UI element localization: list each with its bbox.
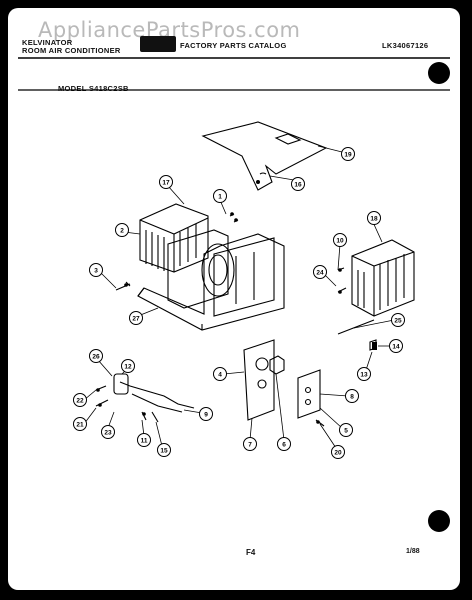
callout-number-18: 18 [370,215,378,222]
callout-number-24: 24 [316,269,324,276]
callout-number-3: 3 [94,267,98,274]
callout-circle-10 [333,233,347,247]
callout-circle-3 [89,263,103,277]
callout-number-1: 1 [218,193,222,200]
callout-circle-17 [159,175,173,189]
callout-circle-27 [129,311,143,325]
exploded-parts-diagram: 1916171232718102425141326122221231115947… [18,57,450,459]
callout-number-8: 8 [350,393,354,400]
callout-circle-16 [291,177,305,191]
evaporator-coil [139,203,209,273]
callout-number-5: 5 [344,427,348,434]
binder-hole-bottom [428,510,450,532]
callout-circle-20 [331,445,345,459]
callout-number-16: 16 [294,181,302,188]
callout-number-11: 11 [141,437,148,444]
selector-switch-6 [269,355,285,375]
callout-circle-7 [243,437,257,451]
catalog-date: 1/88 [406,548,420,555]
callout-circle-11 [137,433,151,447]
callout-number-14: 14 [392,343,400,350]
callout-labels: 1916171232718102425141326122221231115947… [73,147,405,459]
callout-number-26: 26 [92,353,100,360]
callout-circle-22 [73,393,87,407]
callout-number-9: 9 [204,411,208,418]
callout-number-13: 13 [360,371,368,378]
strain-relief-15 [151,411,159,423]
blower-housing [167,229,229,309]
callout-number-15: 15 [160,447,168,454]
top-cover-panel [201,121,328,191]
callout-circle-4 [213,367,227,381]
power-cord [119,381,195,409]
callout-circle-24 [313,265,327,279]
callout-circle-12 [121,359,135,373]
callout-number-7: 7 [248,441,252,448]
callout-number-20: 20 [334,449,342,456]
binder-hole-top [428,62,450,84]
callout-number-25: 25 [394,317,402,324]
callout-number-19: 19 [344,151,352,158]
callout-circle-1 [213,189,227,203]
callout-circle-6 [277,437,291,451]
brand-name: KELVINATOR [22,38,73,47]
brand-logo [140,36,176,52]
callout-circle-23 [101,425,115,439]
callout-number-23: 23 [104,429,112,436]
base-pan [137,233,285,331]
capacitor [113,373,129,395]
screw-part-21 [95,399,109,407]
callout-circle-14 [389,339,403,353]
callout-circle-2 [115,223,129,237]
callout-circle-15 [157,443,171,457]
callout-circle-9 [199,407,213,421]
callout-circle-25 [391,313,405,327]
product-subtitle: ROOM AIR CONDITIONER [22,46,121,55]
callout-number-10: 10 [336,237,344,244]
condenser-coil [351,239,415,317]
callout-number-21: 21 [76,421,84,428]
callout-circle-18 [367,211,381,225]
model-number: MODEL S418C2SB [58,84,129,93]
screw-part-3 [115,281,131,291]
callout-circle-8 [345,389,359,403]
callout-number-22: 22 [76,397,84,404]
cover-slot [274,133,302,145]
callout-number-27: 27 [132,315,140,322]
cover-screw-hole [259,172,267,175]
document-number: LK34067126 [382,41,429,50]
callout-circle-5 [339,423,353,437]
callout-circle-21 [73,417,87,431]
callout-number-2: 2 [120,227,124,234]
callout-circle-19 [341,147,355,161]
catalog-page: AppliancePartsPros.com KELVINATOR ROOM A… [8,8,460,590]
callout-circle-26 [89,349,103,363]
callout-number-4: 4 [218,371,222,378]
callout-number-6: 6 [282,441,286,448]
control-bracket [243,339,275,421]
page-number: F4 [246,548,256,557]
callout-number-12: 12 [124,363,132,370]
callout-circle-13 [357,367,371,381]
drain-tube-25 [337,319,375,335]
callout-number-17: 17 [162,179,170,186]
catalog-title: FACTORY PARTS CATALOG [180,41,287,50]
switch-plate [297,369,321,419]
blower-wheel [201,243,235,297]
